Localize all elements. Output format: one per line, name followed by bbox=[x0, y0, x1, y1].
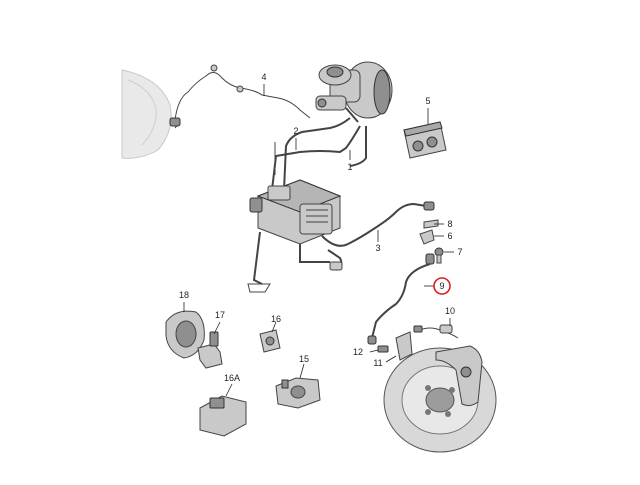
brake-booster-master-cylinder bbox=[315, 61, 393, 123]
callout-15: 15 bbox=[299, 354, 309, 364]
callout-11: 11 bbox=[373, 358, 382, 368]
callout-12: 12 bbox=[353, 347, 363, 357]
callout-16: 16 bbox=[271, 314, 281, 324]
part-17-bracket bbox=[197, 331, 223, 369]
callout-9: 9 bbox=[439, 281, 444, 291]
part-4-sensor-wire bbox=[169, 64, 311, 129]
callout-4: 4 bbox=[261, 72, 266, 82]
leader-lines bbox=[183, 84, 454, 397]
part-10-wear-sensor bbox=[413, 324, 459, 339]
callout-5: 5 bbox=[425, 96, 430, 106]
callout-8: 8 bbox=[447, 219, 452, 229]
part-12-bleed-screw bbox=[377, 345, 389, 353]
part-15-housing bbox=[275, 377, 321, 409]
callout-10: 10 bbox=[445, 306, 455, 316]
part-6-bracket bbox=[419, 229, 435, 245]
part-3-brake-line bbox=[321, 201, 435, 271]
abs-hydraulic-unit bbox=[247, 179, 342, 293]
callout-9-highlight-ring bbox=[433, 277, 451, 295]
callout-3: 3 bbox=[375, 243, 380, 253]
part-18-dust-cover bbox=[165, 310, 205, 359]
part-7-bolt bbox=[434, 247, 444, 264]
callout-6: 6 bbox=[447, 231, 452, 241]
part-11-bracket bbox=[395, 331, 413, 361]
callout-1: 1 bbox=[347, 162, 352, 172]
callout-7: 7 bbox=[457, 247, 462, 257]
part-16a-bracket bbox=[199, 395, 247, 437]
part-1-2-brake-lines bbox=[271, 117, 367, 191]
callout-2: 2 bbox=[293, 126, 298, 136]
part-5-control-module bbox=[403, 121, 447, 159]
callout-9-highlighted: 9 bbox=[433, 277, 451, 295]
part-9-brake-hose bbox=[367, 253, 435, 345]
callout-18: 18 bbox=[179, 290, 189, 300]
background-hub-outline bbox=[121, 69, 172, 159]
callout-17: 17 bbox=[215, 310, 225, 320]
callout-16a: 16A bbox=[224, 373, 240, 383]
brake-disc-caliper bbox=[383, 345, 497, 453]
part-8-clip bbox=[423, 219, 439, 229]
callout-labels: 4 2 1 3 5 8 6 7 9 10 11 12 18 17 16 15 1… bbox=[179, 72, 463, 383]
part-16-connector bbox=[259, 329, 281, 353]
